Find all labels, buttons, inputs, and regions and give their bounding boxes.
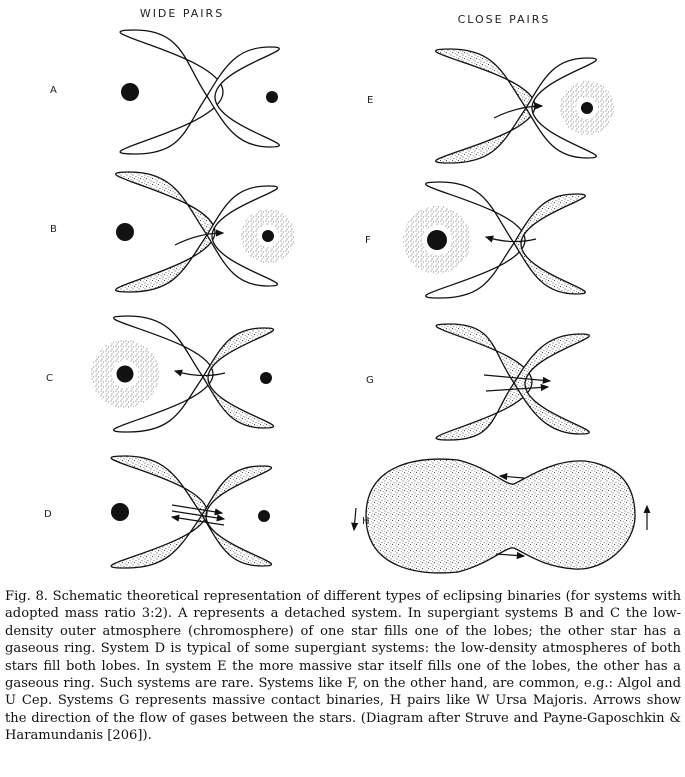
caption-text: Schematic theoretical representation of … [5, 589, 682, 744]
flow-arrow-right [171, 510, 226, 522]
right-lobe [513, 193, 586, 295]
flow-arrow [493, 102, 544, 119]
systems-layer: A B C D E F G H [44, 29, 651, 574]
common-envelope [365, 458, 636, 574]
system-label-g: G [366, 375, 374, 386]
system-a: A [50, 29, 280, 155]
primary-star [116, 223, 134, 241]
flow-arrow-lower [485, 383, 550, 392]
system-e: E [367, 48, 614, 164]
system-f: F [365, 181, 586, 299]
primary-star [111, 503, 129, 521]
right-lobe [525, 57, 597, 159]
system-g: G [366, 323, 590, 441]
binary-systems-diagram: WIDE PAIRS CLOSE PAIRS A B C D E F G H [44, 7, 651, 574]
system-label-b: B [50, 224, 57, 235]
secondary-star [260, 372, 272, 384]
heading-wide-pairs: WIDE PAIRS [140, 7, 224, 20]
secondary-star [581, 102, 593, 114]
flow-arrow [484, 235, 537, 243]
left-lobe [119, 29, 224, 155]
figure-caption: Fig. 8. Schematic theoretical representa… [5, 588, 681, 745]
system-label-h: H [362, 516, 370, 527]
flow-arrow-left [351, 507, 359, 532]
right-lobe [206, 46, 280, 148]
figure-label: Fig. 8. [5, 589, 48, 604]
flow-arrow [173, 369, 226, 377]
flow-arrow-left [170, 514, 225, 526]
primary-star [116, 365, 134, 383]
system-label-e: E [367, 95, 373, 106]
left-lobe [435, 323, 533, 441]
left-lobe [435, 48, 536, 164]
flow-arrow-bottom [495, 551, 526, 560]
right-lobe [202, 327, 275, 429]
secondary-star [262, 230, 274, 242]
right-lobe [206, 185, 279, 287]
left-lobe [425, 181, 526, 299]
system-label-c: C [46, 373, 53, 384]
system-b: B [50, 171, 295, 293]
system-d: D [44, 455, 273, 569]
flow-arrow-upper [483, 374, 552, 384]
system-h: H [351, 458, 651, 574]
system-label-f: F [365, 235, 371, 246]
left-lobe [115, 171, 216, 293]
left-lobe [113, 315, 214, 433]
primary-star [121, 83, 139, 101]
system-c: C [46, 315, 275, 433]
heading-close-pairs: CLOSE PAIRS [458, 13, 551, 26]
system-label-d: D [44, 509, 52, 520]
flow-arrow-top [498, 473, 525, 481]
flow-arrow-upper [171, 504, 224, 516]
flow-arrow [174, 229, 225, 246]
secondary-star [266, 91, 278, 103]
primary-star [427, 230, 447, 250]
system-label-a: A [50, 85, 57, 96]
right-lobe [513, 333, 590, 435]
secondary-star [258, 510, 270, 522]
